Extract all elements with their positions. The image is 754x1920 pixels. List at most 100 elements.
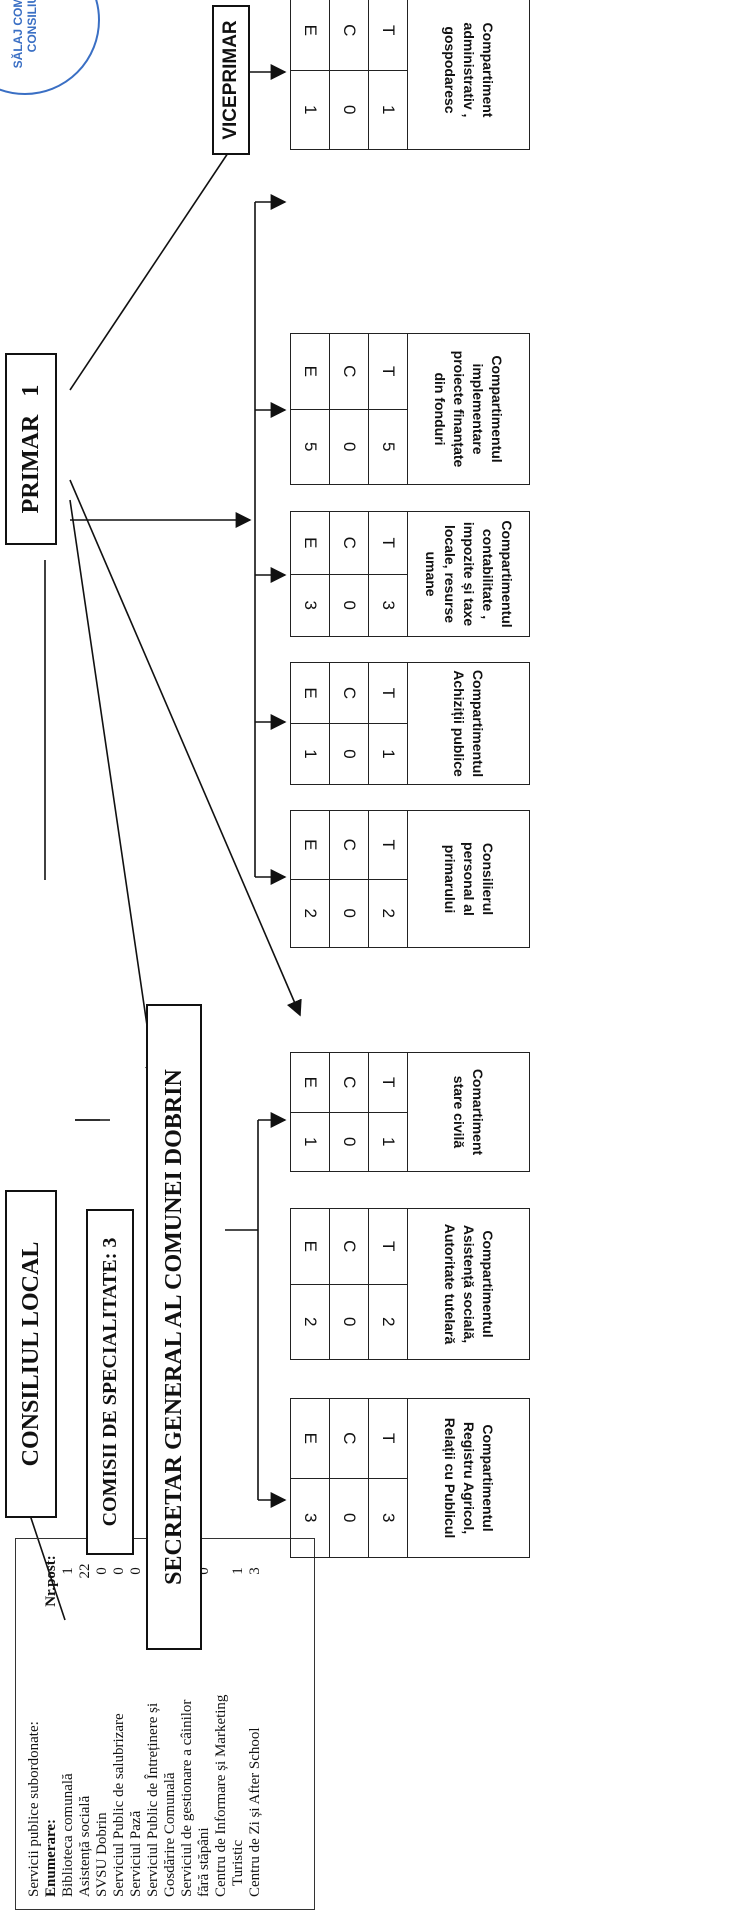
legend-item-value: 0 [111, 1567, 127, 1575]
staff-type-label: T [368, 662, 408, 724]
staff-count: 1 [290, 70, 330, 150]
consiliul-local-label: CONSILIUL LOCAL [17, 1241, 44, 1467]
legend-item-name: fără stăpâni [196, 1827, 212, 1897]
legend-item-name: Serviciul de gestionare a câinilor [179, 1699, 195, 1897]
staff-type-label: T [368, 511, 408, 574]
staff-count: 0 [329, 70, 369, 150]
legend-item-name: Centru de Informare și Marketing [213, 1694, 229, 1897]
comisii-label: COMISII DE SPECIALITATE: 3 [98, 1237, 121, 1527]
legend-enum-label: Enumerare: [43, 1818, 59, 1897]
staff-count: 2 [368, 1284, 408, 1360]
staff-count: 0 [329, 574, 369, 637]
department-title: Compartimentul Asistență socială, Autori… [408, 1208, 530, 1360]
legend-nr-label: Nr.post: [43, 1555, 59, 1607]
staff-type-label: T [368, 333, 408, 409]
legend-item-value: 1 [230, 1567, 246, 1575]
legend-item-name: Biblioteca comunală [60, 1773, 76, 1897]
legend-item-value: 3 [247, 1567, 263, 1575]
staff-count: 3 [290, 574, 330, 637]
staff-type-label: C [329, 333, 369, 409]
staff-type-label: C [329, 511, 369, 574]
staff-count: 3 [368, 574, 408, 637]
staff-type-label: C [329, 1208, 369, 1284]
secretar-label: SECRETAR GENERAL AL COMUNEI DOBRIN [160, 1069, 187, 1585]
legend-heading: Servicii publice subordonate: [26, 1721, 42, 1897]
staff-count: 0 [329, 1112, 369, 1172]
staff-type-label: E [290, 0, 330, 70]
staff-type-label: T [368, 810, 408, 879]
line-primar-secretar [69, 499, 161, 1082]
legend-item-name: Serviciul Pază [128, 1810, 144, 1897]
staff-count: 3 [368, 1478, 408, 1558]
staff-count: 2 [290, 1284, 330, 1360]
legend-item-value [213, 1551, 230, 1591]
legend-item-name: Serviciul Public de Întreținere și [145, 1702, 161, 1897]
staff-count: 1 [368, 723, 408, 785]
department-title: Consilierul personal al primarului [408, 810, 530, 948]
staff-type-label: E [290, 333, 330, 409]
line-legend-consiliul [24, 1499, 66, 1621]
legend-item-name: Asistență socială [77, 1795, 93, 1897]
staff-count: 5 [290, 409, 330, 485]
staff-type-label: T [368, 1398, 408, 1478]
staff-type-label: T [368, 1208, 408, 1284]
staff-count: 2 [290, 879, 330, 948]
staff-count: 1 [368, 70, 408, 150]
staff-count: 0 [329, 409, 369, 485]
seal-text: SĂLAJ COMUNA CONSILIUL [11, 0, 39, 69]
staff-count: 5 [368, 409, 408, 485]
department-box: Compartimentul Registru Agricol, Relații… [290, 1398, 530, 1558]
staff-type-label: E [290, 1052, 330, 1112]
staff-count: 2 [368, 879, 408, 948]
primar-box: PRIMAR 1 [5, 353, 57, 545]
consiliul-local-box: CONSILIUL LOCAL [5, 1190, 57, 1518]
staff-count: 3 [290, 1478, 330, 1558]
viceprimar-box: VICEPRIMAR [212, 5, 250, 155]
department-box: Compartimentul Asistență socială, Autori… [290, 1208, 530, 1360]
department-title: Compartimentul contabilitate , impozite … [408, 511, 530, 637]
line-primar-secretar-2 [69, 479, 302, 1017]
staff-count: 0 [329, 1284, 369, 1360]
staff-count: 1 [290, 1112, 330, 1172]
staff-count: 0 [329, 723, 369, 785]
staff-type-label: E [290, 511, 330, 574]
staff-type-label: C [329, 0, 369, 70]
comisii-box: COMISII DE SPECIALITATE: 3 [86, 1209, 134, 1555]
legend-item: Centru de Informare și Marketing [213, 1551, 230, 1897]
department-title: Compartimentul Achiziții publice [408, 662, 530, 785]
department-title: Comartiment stare civilă [408, 1052, 530, 1172]
staff-type-label: T [368, 1052, 408, 1112]
legend-item-value: 0 [128, 1567, 144, 1575]
staff-type-label: C [329, 810, 369, 879]
department-box: Compartimentul implementare proiecte fin… [290, 333, 530, 485]
legend-item-name: Serviciul Public de salubrizare [111, 1713, 127, 1897]
staff-type-label: E [290, 1398, 330, 1478]
legend-item-name: SVSU Dobrin [94, 1812, 110, 1897]
